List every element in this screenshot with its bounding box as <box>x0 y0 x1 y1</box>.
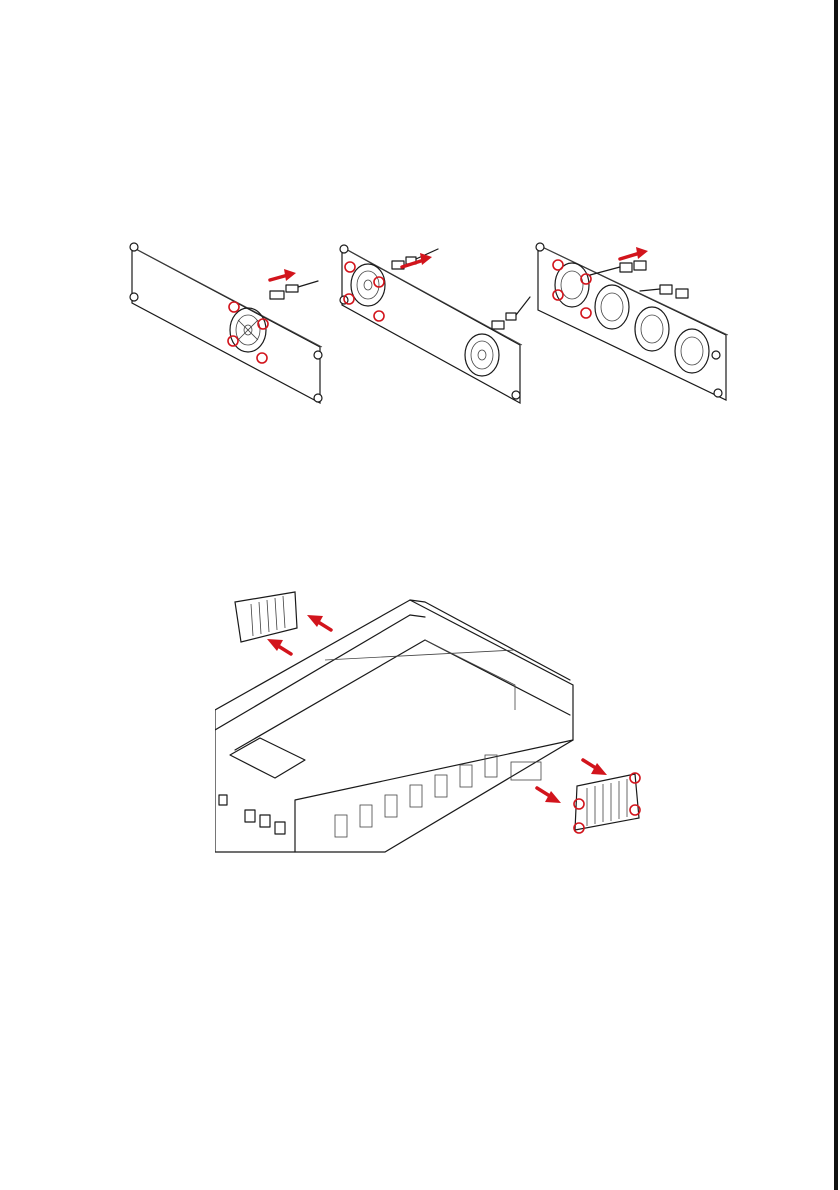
fan-replacement-illustration <box>120 235 740 415</box>
connector-icon <box>492 297 530 329</box>
pull-arrow-icon <box>307 615 331 630</box>
vent-cover-left <box>235 592 297 642</box>
pull-arrow-icon <box>267 639 291 654</box>
vent-cover-removal-figure <box>215 590 655 855</box>
connector-icon <box>270 281 318 299</box>
fan-panel-1 <box>130 243 322 403</box>
vent-cover-removal-illustration <box>215 590 655 855</box>
connector-icon <box>392 249 438 269</box>
pull-arrow-icon <box>537 788 561 803</box>
connector-icon <box>590 261 646 275</box>
fan-replacement-figure <box>120 235 740 415</box>
pull-arrow-icon <box>270 269 296 281</box>
fan-panel-3 <box>536 243 728 400</box>
pull-arrow-icon <box>583 760 607 775</box>
vent-cover-right <box>574 773 640 833</box>
fan-panel-2 <box>340 245 530 403</box>
pull-arrow-icon <box>620 247 648 259</box>
inverter-enclosure <box>215 600 573 852</box>
connector-icon <box>640 285 688 298</box>
page-edge-line <box>834 0 838 1190</box>
